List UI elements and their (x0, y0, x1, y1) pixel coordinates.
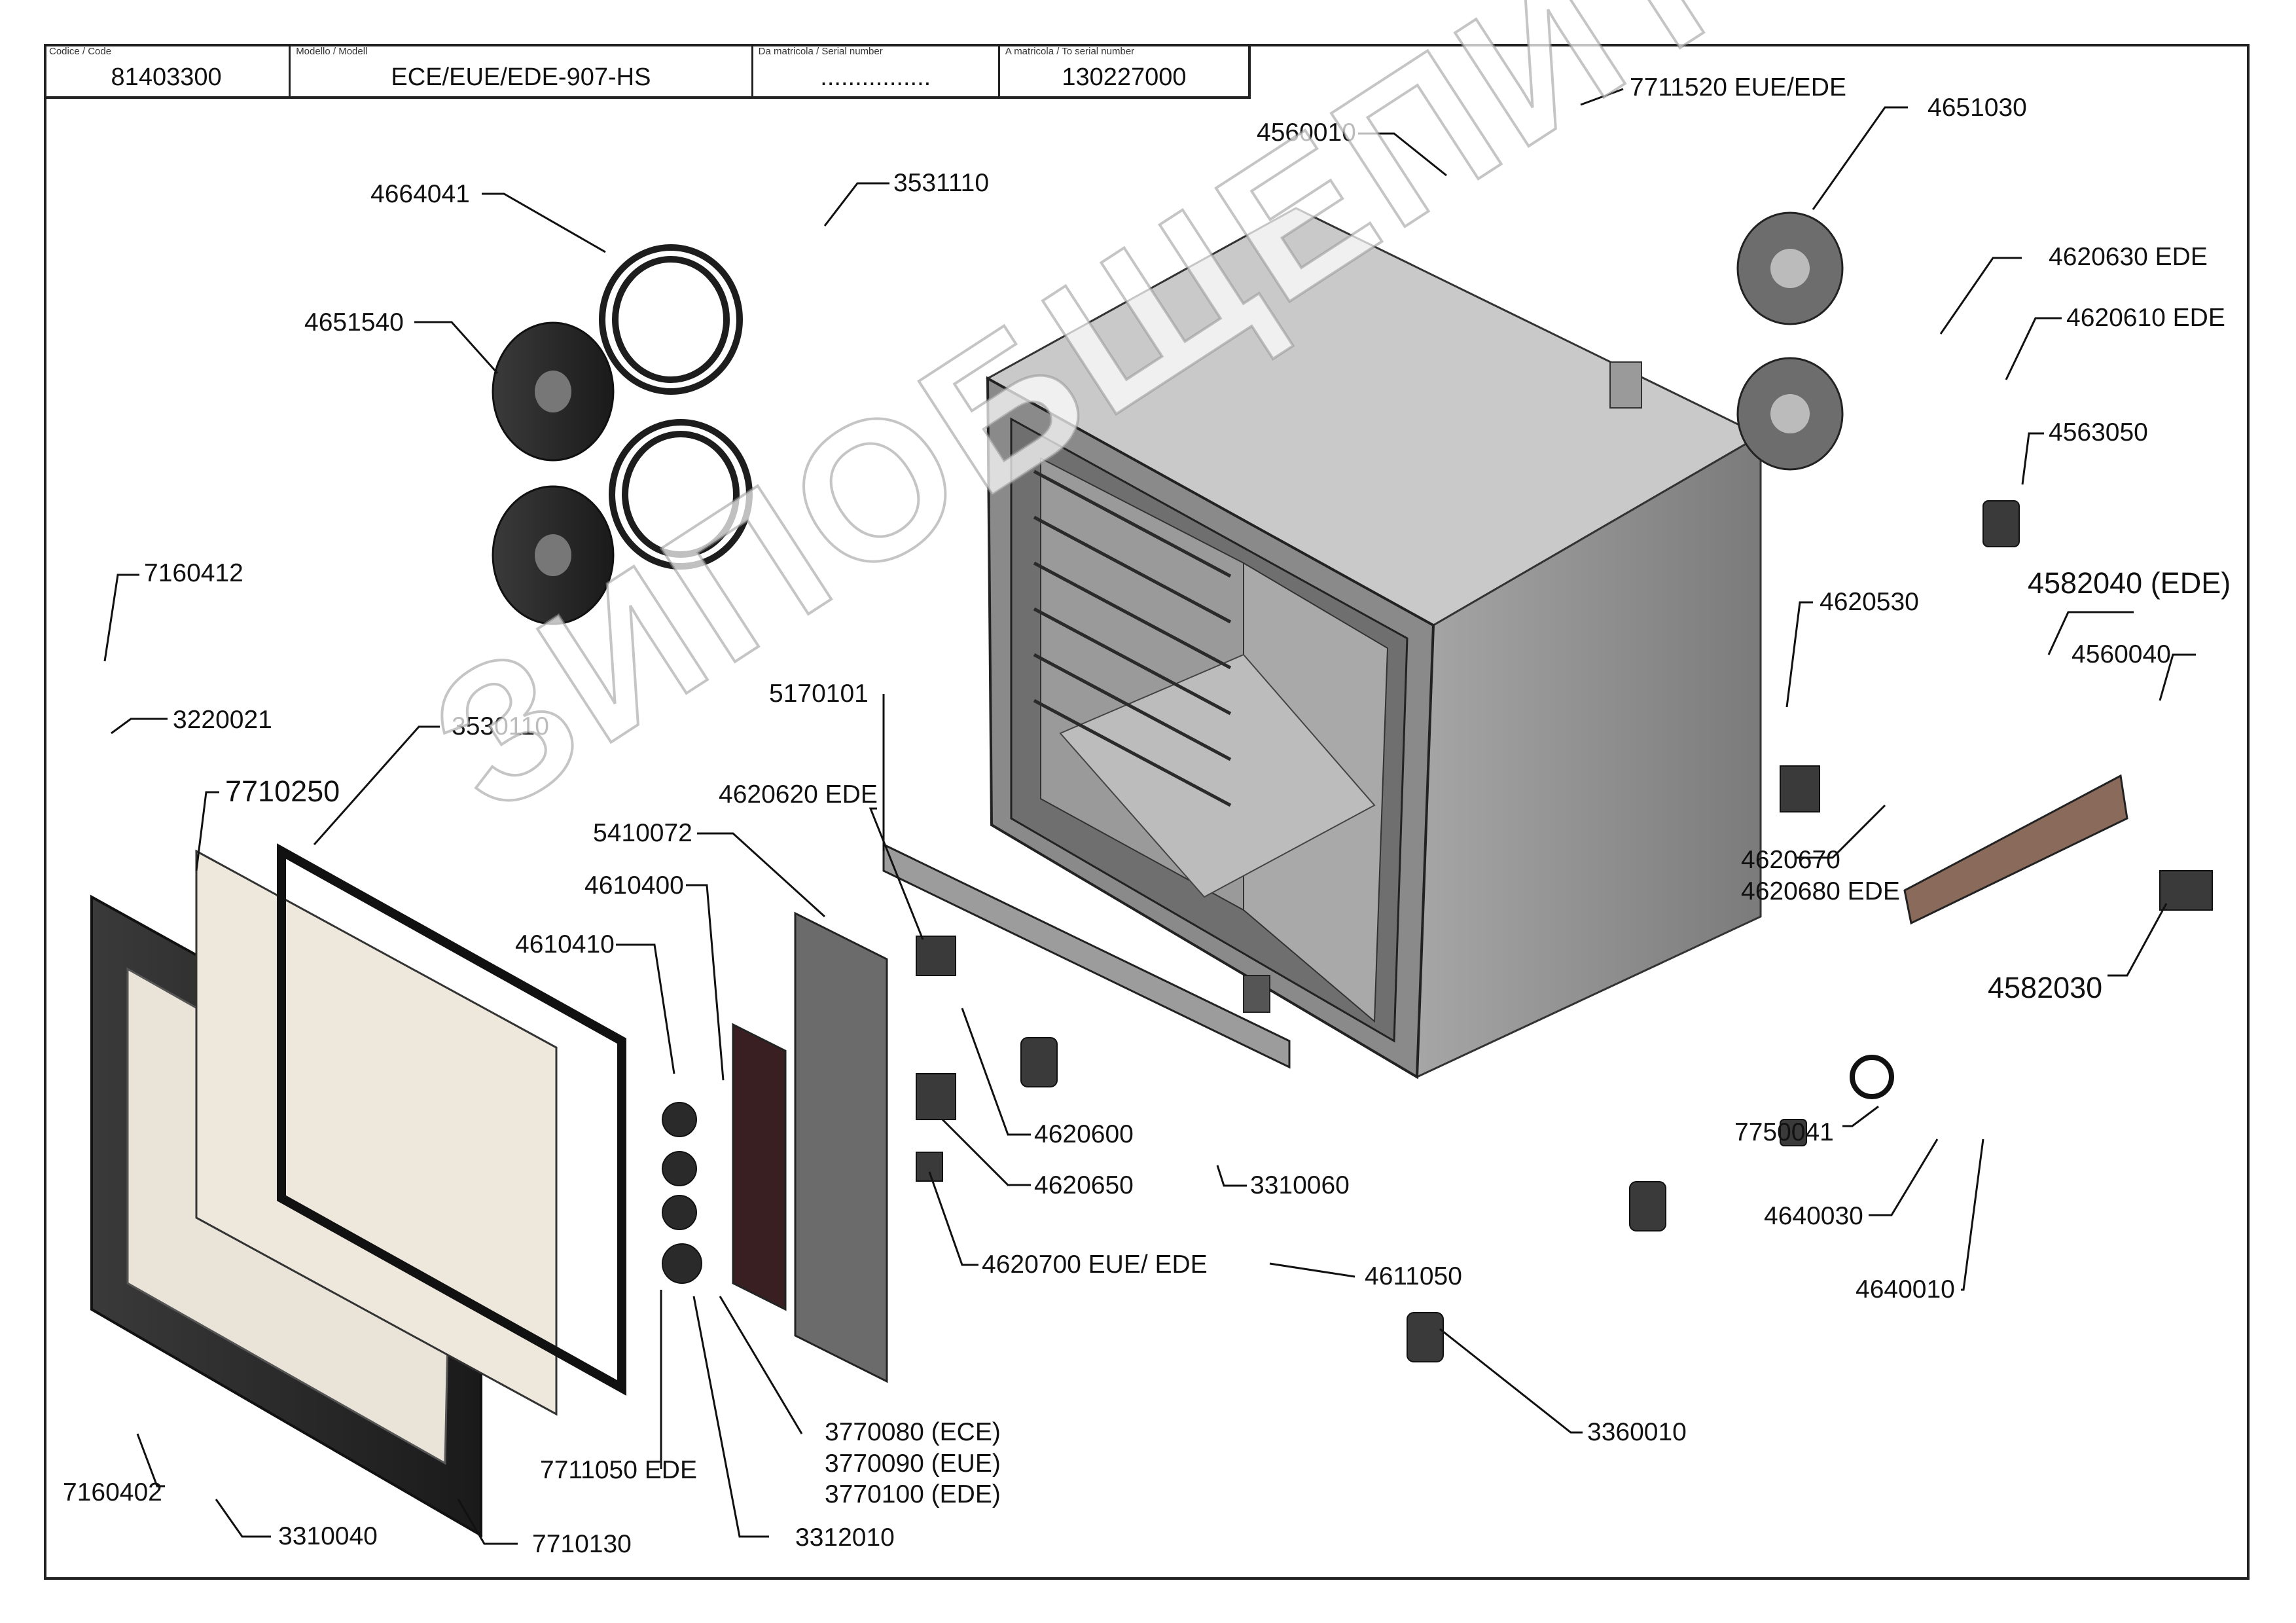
motors (1736, 211, 1844, 471)
from-serial-cell: Da matricola / Serial number ...........… (753, 44, 1000, 96)
leader-lines (103, 88, 2196, 1545)
part-label-4651030: 4651030 (1928, 94, 2027, 122)
part-label-7710130: 7710130 (532, 1530, 632, 1558)
oven-cabinet (985, 207, 1763, 1080)
from-serial-value: ................ (820, 64, 931, 91)
part-label-3220021: 3220021 (173, 706, 272, 734)
part-label-4560010: 4560010 (1257, 119, 1356, 147)
part-label-4610410: 4610410 (515, 930, 615, 958)
code-value: 81403300 (111, 64, 222, 91)
title-block: Codice / Code 81403300 Modello / Modell … (44, 44, 1251, 99)
part-label-4610400: 4610400 (584, 871, 684, 900)
part-label-7711050: 7711050 EDE (540, 1456, 697, 1484)
small-parts (916, 500, 2213, 1362)
part-label-4620620: 4620620 EDE (719, 780, 878, 809)
model-value: ECE/EUE/EDE-907-HS (391, 64, 651, 91)
part-label-4563050: 4563050 (2049, 418, 2148, 447)
part-label-3770090: 3770090 (EUE) (825, 1449, 1001, 1478)
part-label-3360010: 3360010 (1587, 1418, 1687, 1446)
part-label-7160402: 7160402 (63, 1478, 162, 1506)
part-label-4640010: 4640010 (1856, 1275, 1955, 1304)
terminal-plate (1903, 774, 2128, 925)
from-serial-caption: Da matricola / Serial number (758, 46, 883, 57)
model-caption: Modello / Modell (296, 46, 368, 57)
part-label-4620600: 4620600 (1034, 1120, 1134, 1148)
part-label-4620610: 4620610 EDE (2066, 304, 2225, 332)
part-label-5170101: 5170101 (769, 680, 869, 708)
part-label-3770080-group: 3770080 (ECE) 3770090 (EUE) 3770100 (EDE… (825, 1417, 1001, 1510)
part-label-4560040: 4560040 (2072, 640, 2171, 668)
part-label-4640030: 4640030 (1764, 1202, 1863, 1230)
part-label-4611050: 4611050 (1365, 1262, 1462, 1290)
part-label-3531110: 3531110 (893, 169, 990, 197)
to-serial-value: 130227000 (1062, 64, 1187, 91)
part-label-5410072: 5410072 (593, 819, 692, 847)
part-label-4620670-4620680: 4620670 4620680 EDE (1741, 845, 1900, 907)
part-label-4651540: 4651540 (304, 308, 404, 337)
code-cell: Codice / Code 81403300 (44, 44, 291, 96)
part-label-4620680: 4620680 EDE (1741, 877, 1900, 905)
part-label-7711520: 7711520 EUE/EDE (1630, 73, 1846, 101)
part-label-3530110: 3530110 (452, 712, 549, 740)
part-label-4620670: 4620670 (1741, 846, 1840, 874)
to-serial-cell: A matricola / To serial number 130227000 (1000, 44, 1248, 96)
part-label-4620650: 4620650 (1034, 1171, 1134, 1199)
fan-wheels (492, 321, 615, 625)
part-label-4620530: 4620530 (1820, 588, 1919, 616)
part-label-7160412: 7160412 (144, 559, 243, 587)
part-label-7750041: 7750041 (1734, 1118, 1834, 1146)
part-label-3770100: 3770100 (EDE) (825, 1480, 1001, 1509)
part-label-4582040: 4582040 (EDE) (2028, 566, 2231, 600)
part-label-3770080: 3770080 (ECE) (825, 1418, 1001, 1446)
heating-elements (599, 244, 753, 570)
part-label-3310040: 3310040 (278, 1522, 378, 1550)
part-label-3310060: 3310060 (1250, 1171, 1350, 1199)
door-assembly (90, 843, 626, 1538)
control-panel (662, 843, 1291, 1383)
part-label-7710250: 7710250 (225, 775, 340, 808)
model-cell: Modello / Modell ECE/EUE/EDE-907-HS (291, 44, 753, 96)
part-label-3312010: 3312010 (795, 1523, 895, 1552)
part-label-4620700: 4620700 EUE/ EDE (982, 1250, 1208, 1279)
part-label-4582030: 4582030 (1988, 971, 2103, 1004)
code-caption: Codice / Code (49, 46, 112, 57)
part-label-4664041: 4664041 (370, 180, 470, 208)
to-serial-caption: A matricola / To serial number (1005, 46, 1135, 57)
part-label-4620630: 4620630 EDE (2049, 243, 2208, 271)
